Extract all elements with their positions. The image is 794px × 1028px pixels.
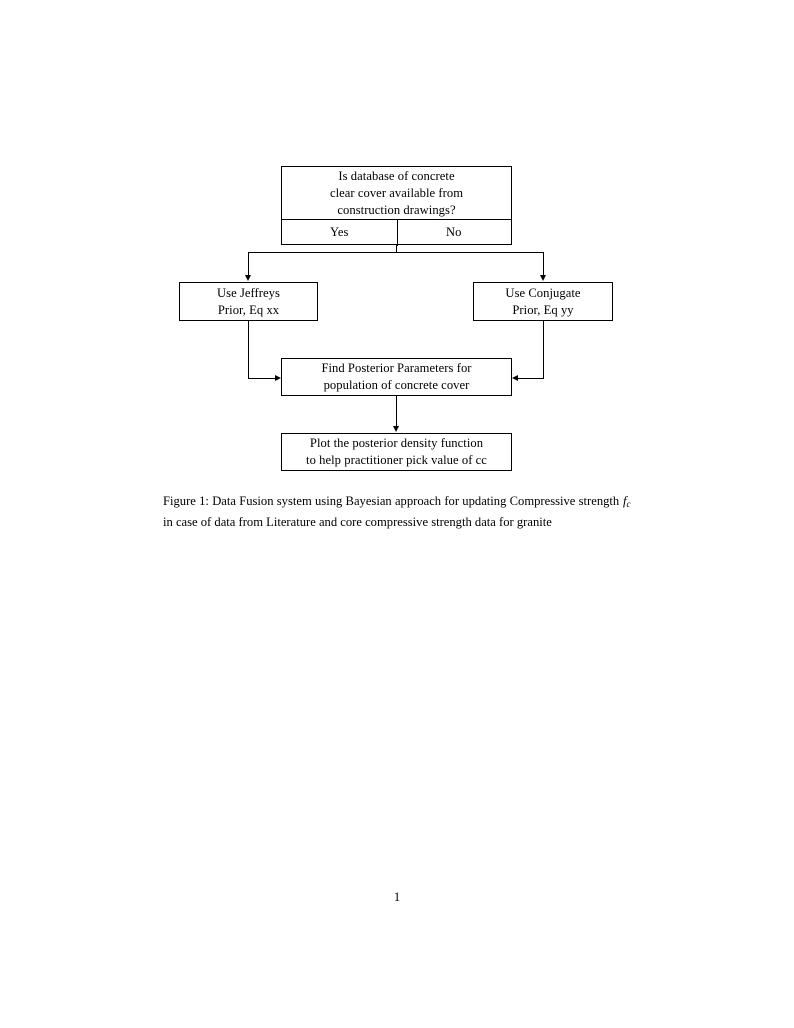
arrow-into-posterior-right (512, 374, 518, 381)
caption-text-after: in case of data from Literature and core… (163, 515, 552, 530)
arrow-into-posterior-left (275, 374, 281, 381)
arrow-into-jeffreys (245, 275, 252, 281)
caption-symbol-base: f (622, 494, 627, 508)
flowchart-node-plot[interactable]: Plot the posterior density function to h… (281, 433, 512, 471)
flowchart-figure: Is database of concrete clear cover avai… (0, 0, 794, 480)
caption-text-before: Data Fusion system using Bayesian approa… (208, 494, 623, 508)
branch-label-no: No (446, 225, 462, 239)
flowchart-node-jeffreys[interactable]: Use Jeffreys Prior, Eq xx (179, 282, 318, 321)
plot-line-1: Plot the posterior density function (309, 436, 484, 450)
plot-line-2: to help practitioner pick value of cc (306, 453, 487, 467)
connector-decision-stem (396, 245, 397, 253)
arrow-into-plot (393, 426, 400, 432)
caption-symbol-subscript: c (626, 498, 631, 509)
caption-symbol-fc: fc (622, 494, 631, 509)
flowchart-node-decision[interactable]: Is database of concrete clear cover avai… (281, 166, 512, 246)
conjugate-line-2: Prior, Eq yy (512, 302, 574, 317)
connector-conjugate-across (518, 378, 544, 379)
flowchart-node-conjugate[interactable]: Use Conjugate Prior, Eq yy (473, 282, 613, 321)
branch-label-yes: Yes (330, 225, 349, 239)
connector-split-bar (248, 252, 544, 253)
jeffreys-line-1: Use Jeffreys (217, 285, 280, 300)
decision-line-1: Is database of concrete (338, 168, 455, 183)
connector-no-drop (543, 252, 544, 275)
conjugate-line-1: Use Conjugate (505, 285, 581, 300)
posterior-line-1: Find Posterior Parameters for (321, 361, 472, 375)
decision-line-3: construction drawings? (337, 202, 456, 217)
flowchart-node-posterior[interactable]: Find Posterior Parameters for population… (281, 358, 512, 396)
decision-line-2: clear cover available from (329, 185, 464, 200)
jeffreys-line-2: Prior, Eq xx (217, 302, 280, 317)
decision-center-divider (396, 219, 398, 246)
arrow-into-conjugate (540, 275, 547, 281)
caption-label: Figure 1: (163, 494, 209, 508)
page-number: 1 (393, 890, 401, 904)
connector-conjugate-down (543, 321, 544, 378)
connector-jeffreys-down (248, 321, 249, 378)
figure-caption: Figure 1: Data Fusion system using Bayes… (163, 492, 631, 532)
connector-yes-drop (248, 252, 249, 275)
posterior-line-2: population of concrete cover (323, 378, 470, 392)
connector-jeffreys-across (248, 378, 275, 379)
decision-node-text: Is database of concrete clear cover avai… (282, 167, 511, 219)
connector-posterior-to-plot (396, 396, 397, 426)
